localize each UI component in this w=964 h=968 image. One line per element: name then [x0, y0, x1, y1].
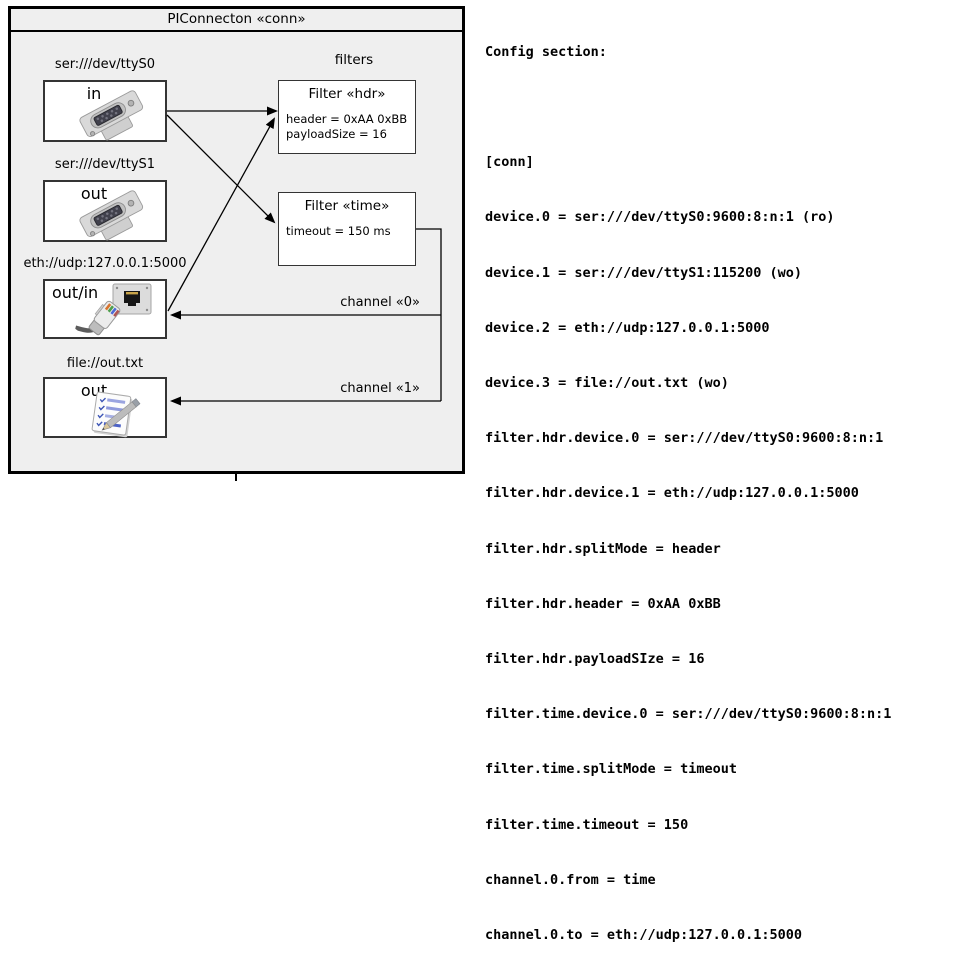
device-direction-label: in — [86, 84, 102, 103]
config-line: filter.hdr.header = 0xAA 0xBB — [485, 595, 721, 612]
filter-properties: header = 0xAA 0xBB payloadSize = 16 — [286, 112, 411, 142]
filter-title: Filter «time» — [304, 198, 390, 214]
config-line: filter.time.device.0 = ser:///dev/ttyS0:… — [485, 706, 892, 723]
device-url-label: ser:///dev/ttyS1 — [54, 157, 156, 172]
device-box-ttyS0: in — [43, 80, 167, 142]
channel-0-label: channel «0» — [340, 295, 420, 310]
config-line: filter.hdr.payloadSIze = 16 — [485, 651, 705, 668]
ethernet-port-icon — [112, 283, 152, 319]
device-url-label: file://out.txt — [66, 356, 144, 371]
diagram-title: PIConnecton «conn» — [8, 6, 465, 32]
filters-panel: filters Filter «hdr» header = 0xAA 0xBB … — [255, 43, 453, 463]
config-line: device.0 = ser:///dev/ttyS0:9600:8:n:1 (… — [485, 209, 835, 226]
device-box-file: out — [43, 377, 167, 438]
config-line: device.1 = ser:///dev/ttyS1:115200 (wo) — [485, 264, 802, 281]
ethernet-cable-icon — [68, 289, 135, 357]
filter-property: header = 0xAA 0xBB — [286, 112, 408, 126]
config-line: filter.hdr.device.1 = eth://udp:127.0.0.… — [485, 485, 859, 502]
filter-properties: timeout = 150 ms — [286, 224, 411, 239]
filters-panel-label: filters — [334, 52, 374, 68]
config-line: [conn] — [485, 154, 534, 171]
device-direction-label: out — [80, 184, 108, 203]
config-line: device.3 = file://out.txt (wo) — [485, 375, 729, 392]
device-url-label: ser:///dev/ttyS0 — [54, 57, 156, 72]
filter-title: Filter «hdr» — [308, 86, 386, 102]
device-direction-label: out/in — [52, 283, 99, 302]
config-line: filter.time.splitMode = timeout — [485, 761, 737, 778]
config-section-title: Config section: — [485, 43, 607, 60]
config-blank-line — [485, 98, 955, 116]
config-line: channel.0.from = time — [485, 871, 656, 888]
serial-connector-icon — [60, 70, 167, 161]
notepad-icon — [86, 388, 150, 446]
serial-connector-icon — [60, 170, 167, 261]
filter-property: payloadSize = 16 — [286, 127, 387, 141]
device-url-label: eth://udp:127.0.0.1:5000 — [23, 256, 187, 271]
channel-1-label: channel «1» — [340, 381, 420, 396]
config-line: channel.0.to = eth://udp:127.0.0.1:5000 — [485, 927, 802, 944]
device-box-eth: out/in — [43, 279, 167, 339]
screenshot-root: { "diagram": { "title": "PIConnecton «co… — [8, 6, 892, 944]
devices-panel: ser:///dev/ttyS0 in ser:///dev/ttyS1 out — [18, 43, 192, 463]
config-line: filter.time.timeout = 150 — [485, 816, 689, 833]
config-line: device.2 = eth://udp:127.0.0.1:5000 — [485, 319, 770, 336]
filter-property: timeout = 150 ms — [286, 224, 391, 238]
filter-time-box: Filter «time» timeout = 150 ms — [278, 192, 416, 266]
config-line: filter.hdr.device.0 = ser:///dev/ttyS0:9… — [485, 430, 884, 447]
config-line: filter.hdr.splitMode = header — [485, 540, 721, 557]
filter-hdr-box: Filter «hdr» header = 0xAA 0xBB payloadS… — [278, 80, 416, 154]
config-section: Config section: [conn] device.0 = ser://… — [485, 6, 955, 968]
device-box-ttyS1: out — [43, 180, 167, 242]
